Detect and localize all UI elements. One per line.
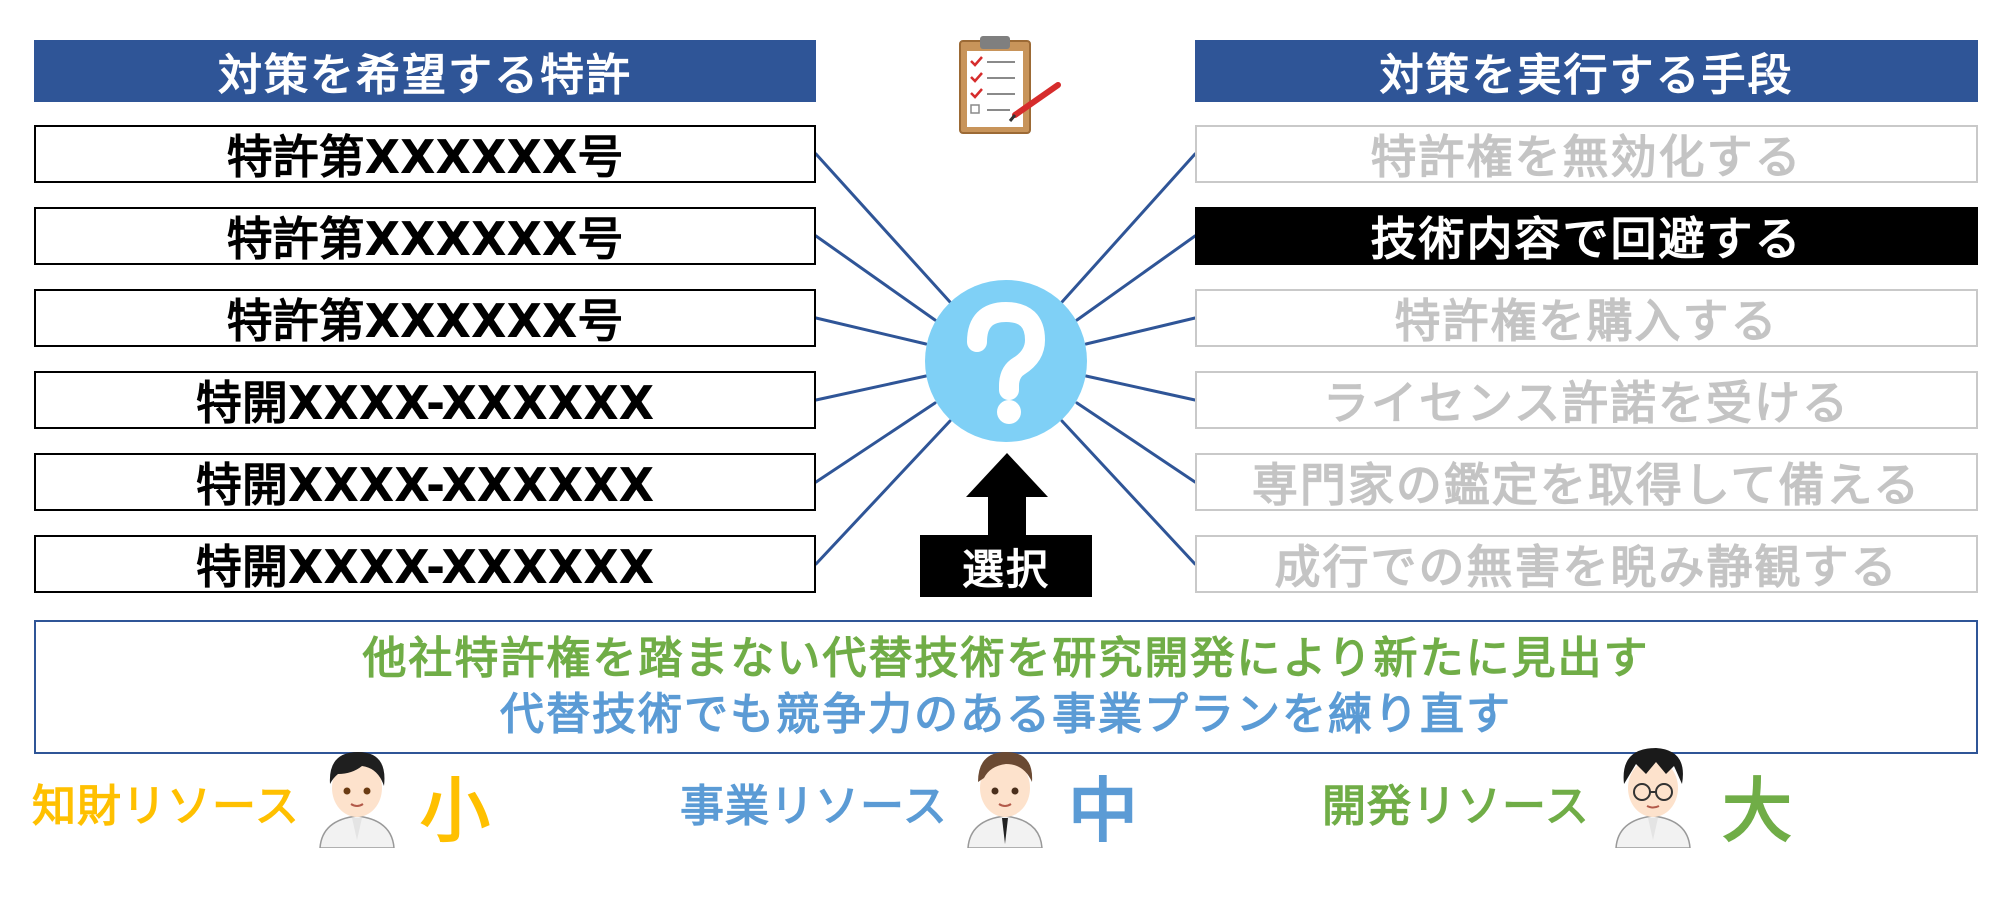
result-line-2: 代替技術でも競争力のある事業プランを練り直す [500, 687, 1512, 743]
connector-line [816, 318, 926, 344]
option-wait-and-see: 成行での無害を睨み静観する [1195, 535, 1978, 593]
connector-line [1077, 236, 1195, 320]
resource-label-ip: 知財リソース [32, 770, 300, 834]
question-mark-icon [925, 280, 1087, 442]
connector-line [816, 376, 926, 400]
connector-line [816, 403, 935, 482]
patent-box: 特許第XXXXXX号 [34, 207, 816, 265]
option-invalidate: 特許権を無効化する [1195, 125, 1978, 183]
avatar-developer-person-icon [1612, 744, 1694, 848]
resource-label-development: 開発リソース [1322, 770, 1590, 834]
right-header: 対策を実行する手段 [1195, 40, 1978, 102]
result-box: 他社特許権を踏まない代替技術を研究開発により新たに見出す 代替技術でも競争力のあ… [34, 620, 1978, 754]
patent-box: 特開XXXX-XXXXXX [34, 535, 816, 593]
question-circle [925, 280, 1087, 442]
resource-level-business: 中 [1068, 755, 1138, 856]
up-arrow-shaft [988, 495, 1026, 537]
option-license: ライセンス許諾を受ける [1195, 371, 1978, 429]
avatar-business-person-icon [964, 744, 1046, 848]
connector-line [816, 236, 935, 320]
connector-line [1086, 376, 1195, 400]
select-label: 選択 [920, 535, 1092, 597]
option-design-around-selected: 技術内容で回避する [1195, 207, 1978, 265]
resource-level-ip: 小 [420, 755, 490, 856]
patent-box: 特開XXXX-XXXXXX [34, 371, 816, 429]
connector-line [1077, 403, 1195, 482]
option-expert-opinion: 専門家の鑑定を取得して備える [1195, 453, 1978, 511]
resource-level-development: 大 [1722, 755, 1792, 856]
connector-line [1086, 318, 1195, 344]
avatar-ip-person-icon [316, 744, 398, 848]
patent-box: 特許第XXXXXX号 [34, 289, 816, 347]
patent-box: 特許第XXXXXX号 [34, 125, 816, 183]
clipboard-checklist-icon [955, 35, 1065, 137]
up-arrow-icon [966, 453, 1048, 497]
patent-box: 特開XXXX-XXXXXX [34, 453, 816, 511]
result-line-1: 他社特許権を踏まない代替技術を研究開発により新たに見出す [362, 631, 1649, 687]
left-header: 対策を希望する特許 [34, 40, 816, 102]
resource-label-business: 事業リソース [680, 770, 948, 834]
option-purchase: 特許権を購入する [1195, 289, 1978, 347]
